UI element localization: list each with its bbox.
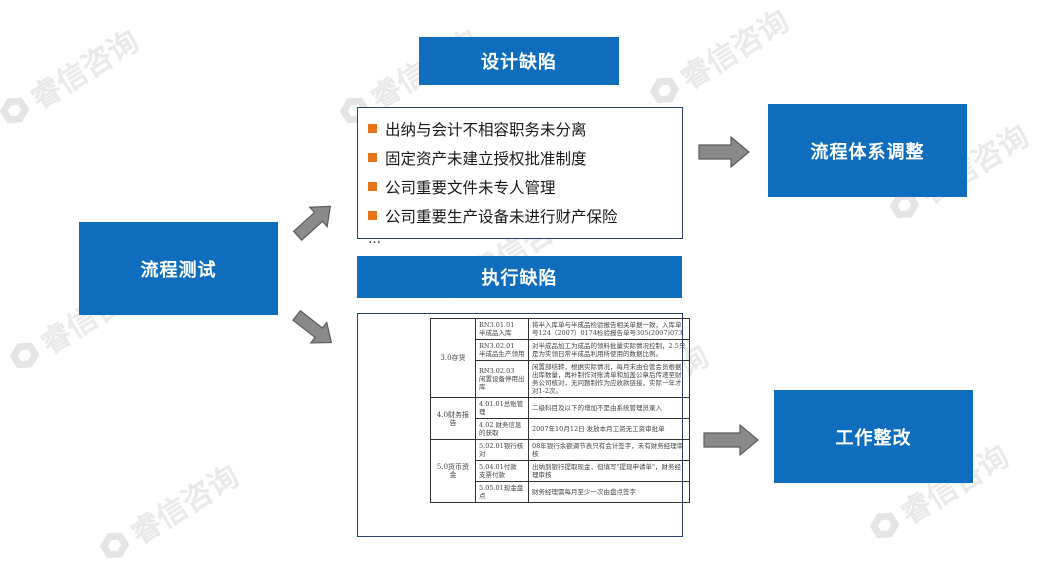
table-code-cell: RN3.02.03 闲置设备停用出库 bbox=[475, 360, 529, 398]
table-row: RN3.02.03 闲置设备停用出库 闲置部结转，根据实际情况，每月末由仓管会员… bbox=[431, 360, 690, 398]
watermark: 睿信咨询 bbox=[640, 0, 796, 117]
table-row: 5.0货币资金 5.02.01银行核对 08年银行余额调节表只有会计签字，未有财… bbox=[430, 439, 690, 503]
table-code-cell: 5.02.01银行核对 bbox=[475, 439, 529, 461]
list-ellipsis: … bbox=[368, 232, 381, 247]
table-category-cell: 4.0财务报告 bbox=[430, 397, 476, 440]
arrow-right-icon bbox=[703, 423, 759, 457]
table-desc-cell: 闲置部结转，根据实际情况，每月末由仓管会员根据出库数量，再补制作对账清单和加盖公… bbox=[528, 360, 690, 398]
table-desc-cell: 二级科目及以下的增加不是由系统管理员录入 bbox=[528, 397, 690, 419]
bullet-icon bbox=[368, 153, 377, 162]
watermark-logo-icon bbox=[99, 532, 130, 559]
table-category-cell: 3.0存货 bbox=[430, 318, 476, 398]
table-desc-cell: 对半成品加工为成品的领料批量实际情况控制，2.5只是为实领日常半成品利用所使用的… bbox=[528, 339, 690, 361]
watermark-logo-icon bbox=[869, 512, 900, 539]
list-item: 公司重要文件未专人管理 bbox=[368, 172, 682, 201]
table-row: 5.04.01付款 支票付款 出纳到银行提取现金，但填写"提现申请单"，财务经理… bbox=[431, 460, 690, 482]
table-code-cell: 5.05.01现金盘点 bbox=[475, 481, 529, 503]
table-desc-cell: 2007年10月12日 发放本月工资无工资审批单 bbox=[528, 418, 690, 440]
bullet-icon bbox=[368, 211, 377, 220]
table-desc-cell: 财务经理需每月至少一次由盘点签字 bbox=[528, 481, 690, 503]
table-desc-cell: 08年银行余额调节表只有会计签字，未有财务经理审核 bbox=[528, 439, 690, 461]
execution-defect-label: 执行缺陷 bbox=[481, 268, 558, 289]
table-code-cell: RN3.02.01 半成品生产领用 bbox=[475, 339, 529, 361]
table-code-cell: 4.01.01总账管理 bbox=[475, 397, 529, 419]
work-rectify-label: 工作整改 bbox=[835, 427, 912, 449]
process-test-box: 流程测试 bbox=[79, 222, 278, 315]
arrow-down-right-icon bbox=[292, 309, 333, 344]
table-code-cell: 5.04.01付款 支票付款 bbox=[475, 460, 529, 482]
process-adjust-box: 流程体系调整 bbox=[768, 104, 967, 197]
process-adjust-label: 流程体系调整 bbox=[810, 141, 925, 163]
list-item: 出纳与会计不相容职务未分离 bbox=[368, 114, 682, 143]
watermark-logo-icon bbox=[649, 77, 680, 104]
list-item: 公司重要生产设备未进行财产保险 bbox=[368, 201, 682, 230]
design-defect-label: 设计缺陷 bbox=[481, 52, 557, 73]
table-row: 3.0存货 RN3.01.01 半成品入库 将半入库单与半成品检验报告相关单据一… bbox=[430, 318, 690, 398]
watermark-logo-icon bbox=[0, 97, 30, 124]
table-category-cell: 5.0货币资金 bbox=[430, 439, 476, 503]
bullet-icon bbox=[368, 124, 377, 133]
work-rectify-box: 工作整改 bbox=[774, 390, 973, 483]
table-desc-cell: 出纳到银行提取现金，但填写"提现申请单"，财务经理审核 bbox=[528, 460, 690, 482]
table-desc-cell: 将半入库单与半成品检验报告相关单据一致，入库单号124（2007）0174检验报… bbox=[528, 318, 690, 340]
watermark: 睿信咨询 bbox=[90, 452, 246, 572]
table-code-cell: 4.02 财务信息的获取 bbox=[475, 418, 529, 440]
execution-defect-panel: 3.0存货 RN3.01.01 半成品入库 将半入库单与半成品检验报告相关单据一… bbox=[357, 313, 690, 537]
table-row: 4.0财务报告 4.01.01总账管理 二级科目及以下的增加不是由系统管理员录入 bbox=[430, 397, 690, 440]
arrow-right-icon bbox=[698, 135, 750, 169]
watermark-logo-icon bbox=[9, 342, 40, 369]
table-row: 5.05.01现金盘点 财务经理需每月至少一次由盘点签字 bbox=[431, 481, 690, 503]
table-row: 4.02 财务信息的获取 2007年10月12日 发放本月工资无工资审批单 bbox=[431, 418, 690, 440]
design-defect-list: 出纳与会计不相容职务未分离 固定资产未建立授权批准制度 公司重要文件未专人管理 … bbox=[357, 107, 683, 247]
design-defect-header: 设计缺陷 bbox=[419, 37, 619, 85]
arrow-up-right-icon bbox=[292, 205, 332, 242]
list-item: 固定资产未建立授权批准制度 bbox=[368, 143, 682, 172]
table-code-cell: RN3.01.01 半成品入库 bbox=[475, 318, 529, 340]
execution-defect-table: 3.0存货 RN3.01.01 半成品入库 将半入库单与半成品检验报告相关单据一… bbox=[430, 318, 690, 503]
bullet-icon bbox=[368, 182, 377, 191]
execution-defect-header: 执行缺陷 bbox=[357, 256, 682, 298]
process-test-label: 流程测试 bbox=[140, 259, 217, 281]
watermark: 睿信咨询 bbox=[0, 17, 146, 137]
